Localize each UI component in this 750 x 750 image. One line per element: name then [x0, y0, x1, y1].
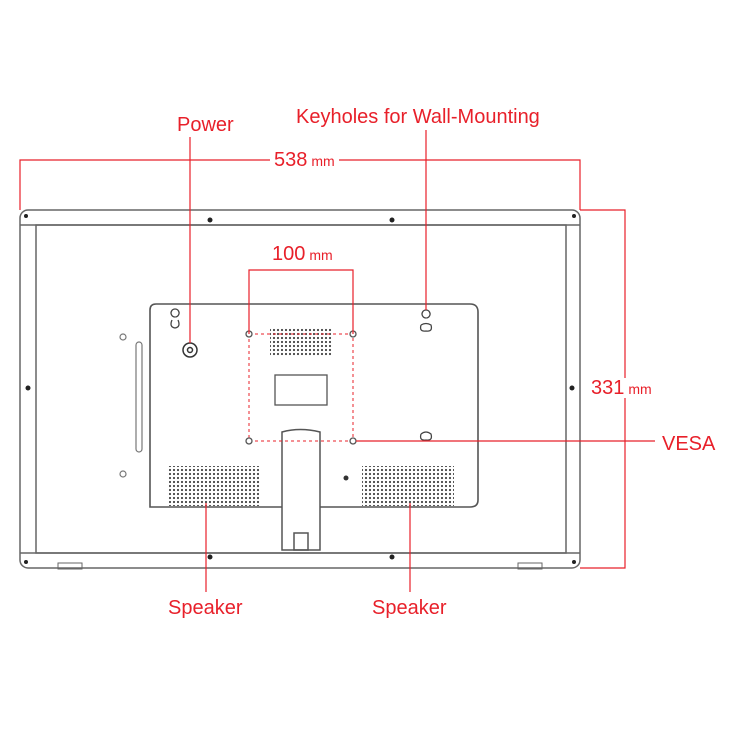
outer-bezel [19, 209, 581, 569]
keyholes-label: Keyholes for Wall-Mounting [296, 106, 540, 128]
annotation-lines [19, 130, 655, 592]
speaker-grille-left [167, 466, 259, 506]
vesa-spacing-unit: mm [309, 247, 333, 263]
speaker-left-label: Speaker [168, 597, 243, 619]
bottom-feet [57, 562, 543, 570]
vesa-spacing-value: 100 [272, 243, 306, 265]
height-unit: mm [628, 381, 652, 397]
keyhole-icons [170, 308, 433, 441]
power-button-icon [182, 342, 198, 358]
speaker-grille-right [362, 466, 454, 506]
width-unit: mm [311, 153, 335, 169]
vesa-pattern [245, 330, 357, 445]
height-value: 331 [591, 377, 625, 399]
stand [281, 428, 321, 551]
label-plate [274, 374, 328, 406]
vent-grille [270, 328, 332, 356]
audio-jack-icon [343, 475, 349, 481]
power-label: Power [177, 114, 234, 136]
side-slot [119, 333, 143, 478]
speaker-right-label: Speaker [372, 597, 447, 619]
vesa-label: VESA [662, 433, 716, 455]
width-value: 538 [274, 149, 308, 171]
rear-housing [149, 303, 479, 508]
bezel-screws [24, 214, 576, 564]
